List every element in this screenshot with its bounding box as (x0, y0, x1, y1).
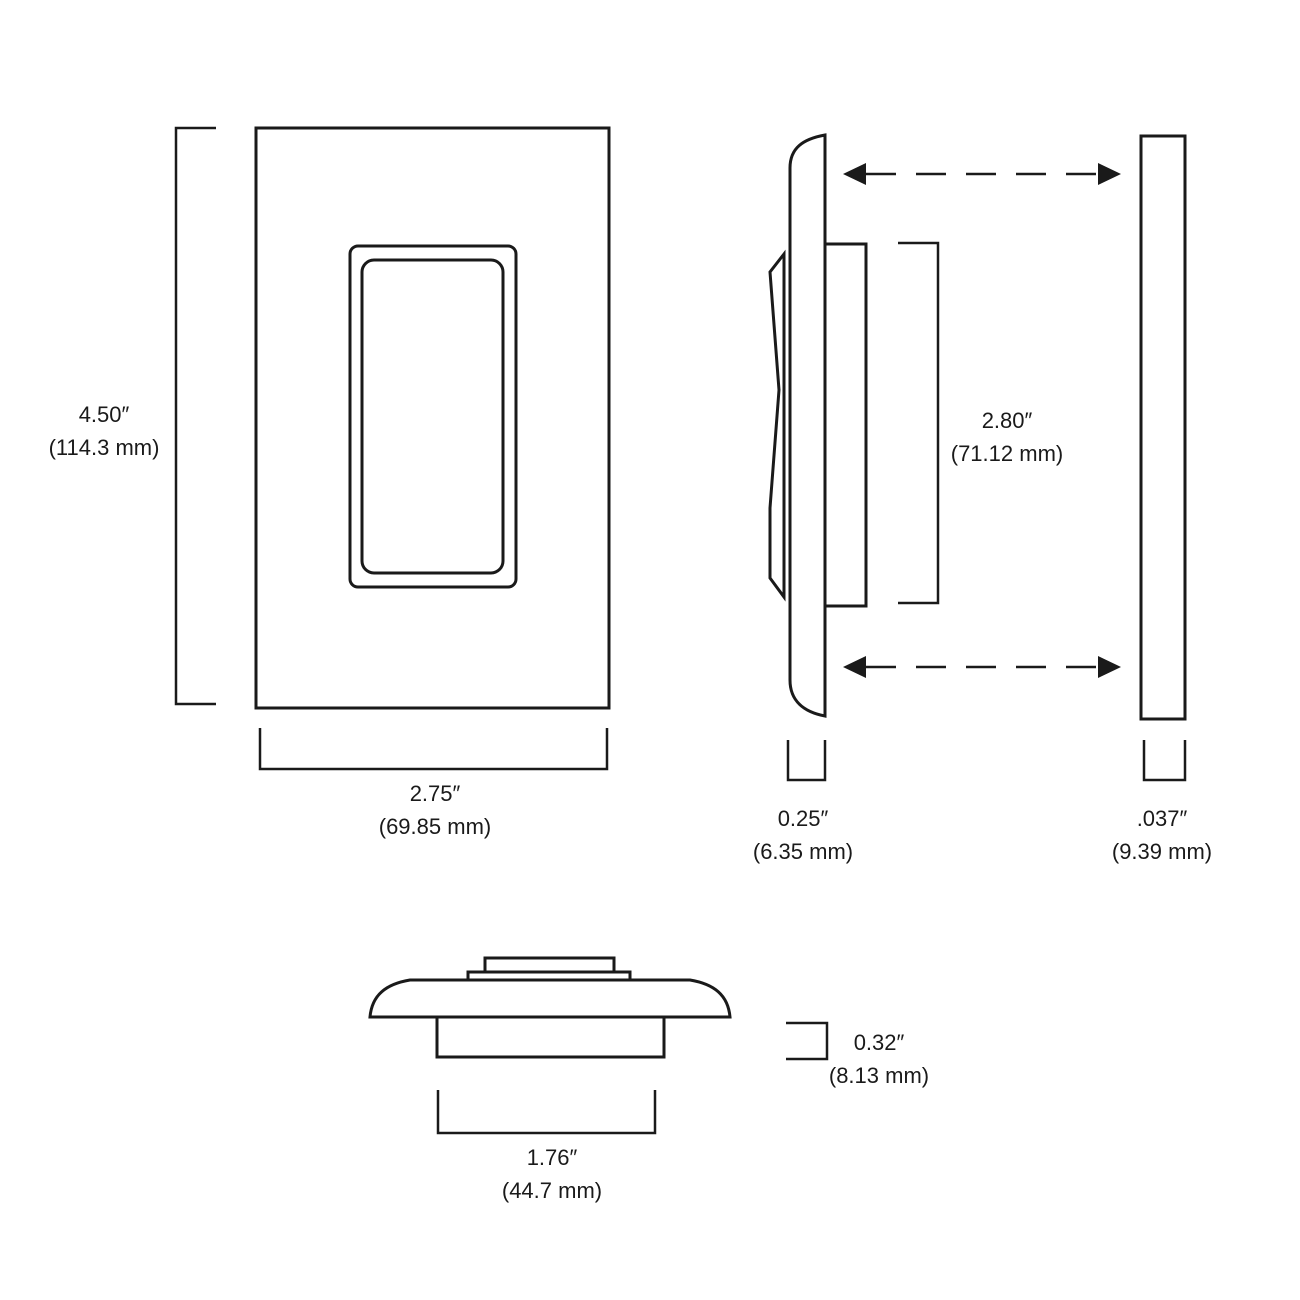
top-view (368, 956, 829, 1135)
rocker-side-profile (768, 249, 786, 602)
front-view (174, 126, 611, 771)
upper-arrowhead-right (1098, 163, 1121, 185)
plate-depth-inch: 0.25″ (777, 806, 829, 831)
backplate-depth-label: .037″ (9.39 mm) (1087, 802, 1237, 868)
plate-depth-mm: (6.35 mm) (752, 839, 854, 864)
plate-top-profile (368, 978, 732, 1019)
body-height-label: 2.80″ (71.12 mm) (927, 404, 1087, 470)
back-plate-view (1139, 134, 1187, 782)
body-depth-label: 0.32″ (8.13 mm) (809, 1026, 949, 1092)
spacing-arrows (843, 163, 1121, 678)
body-width-label: 1.76″ (44.7 mm) (477, 1141, 627, 1207)
body-width-dimension-line (436, 1090, 657, 1135)
plate-width-inch: 2.75″ (409, 781, 461, 806)
plate-width-mm: (69.85 mm) (378, 814, 492, 839)
body-width-mm: (44.7 mm) (501, 1178, 603, 1203)
plate-height-label: 4.50″ (114.3 mm) (24, 398, 184, 464)
plate-height-inch: 4.50″ (78, 402, 130, 427)
plate-depth-label: 0.25″ (6.35 mm) (728, 802, 878, 868)
plate-side-profile (788, 133, 827, 718)
body-width-inch: 1.76″ (526, 1145, 578, 1170)
side-view (768, 133, 940, 782)
rocker-paddle (360, 258, 505, 575)
backplate-depth-inch: .037″ (1136, 806, 1188, 831)
body-depth-inch: 0.32″ (853, 1030, 905, 1055)
body-height-inch: 2.80″ (981, 408, 1033, 433)
backplate-depth-mm: (9.39 mm) (1111, 839, 1213, 864)
upper-arrowhead-left (843, 163, 866, 185)
plate-height-mm: (114.3 mm) (48, 435, 160, 460)
switch-body-top (435, 1015, 666, 1059)
plate-depth-dimension-line (786, 740, 827, 782)
back-plate (1139, 134, 1187, 721)
plate-height-dimension-line (174, 126, 216, 706)
body-depth-mm: (8.13 mm) (828, 1063, 930, 1088)
lower-arrowhead-left (843, 656, 866, 678)
backplate-depth-dimension-line (1142, 740, 1187, 782)
body-height-mm: (71.12 mm) (950, 441, 1064, 466)
switch-body-side (823, 242, 868, 608)
body-height-dimension-line (898, 241, 940, 605)
plate-width-dimension-line (258, 728, 609, 771)
plate-width-label: 2.75″ (69.85 mm) (350, 777, 520, 843)
body-depth-dimension-line (786, 1021, 829, 1061)
lower-arrowhead-right (1098, 656, 1121, 678)
